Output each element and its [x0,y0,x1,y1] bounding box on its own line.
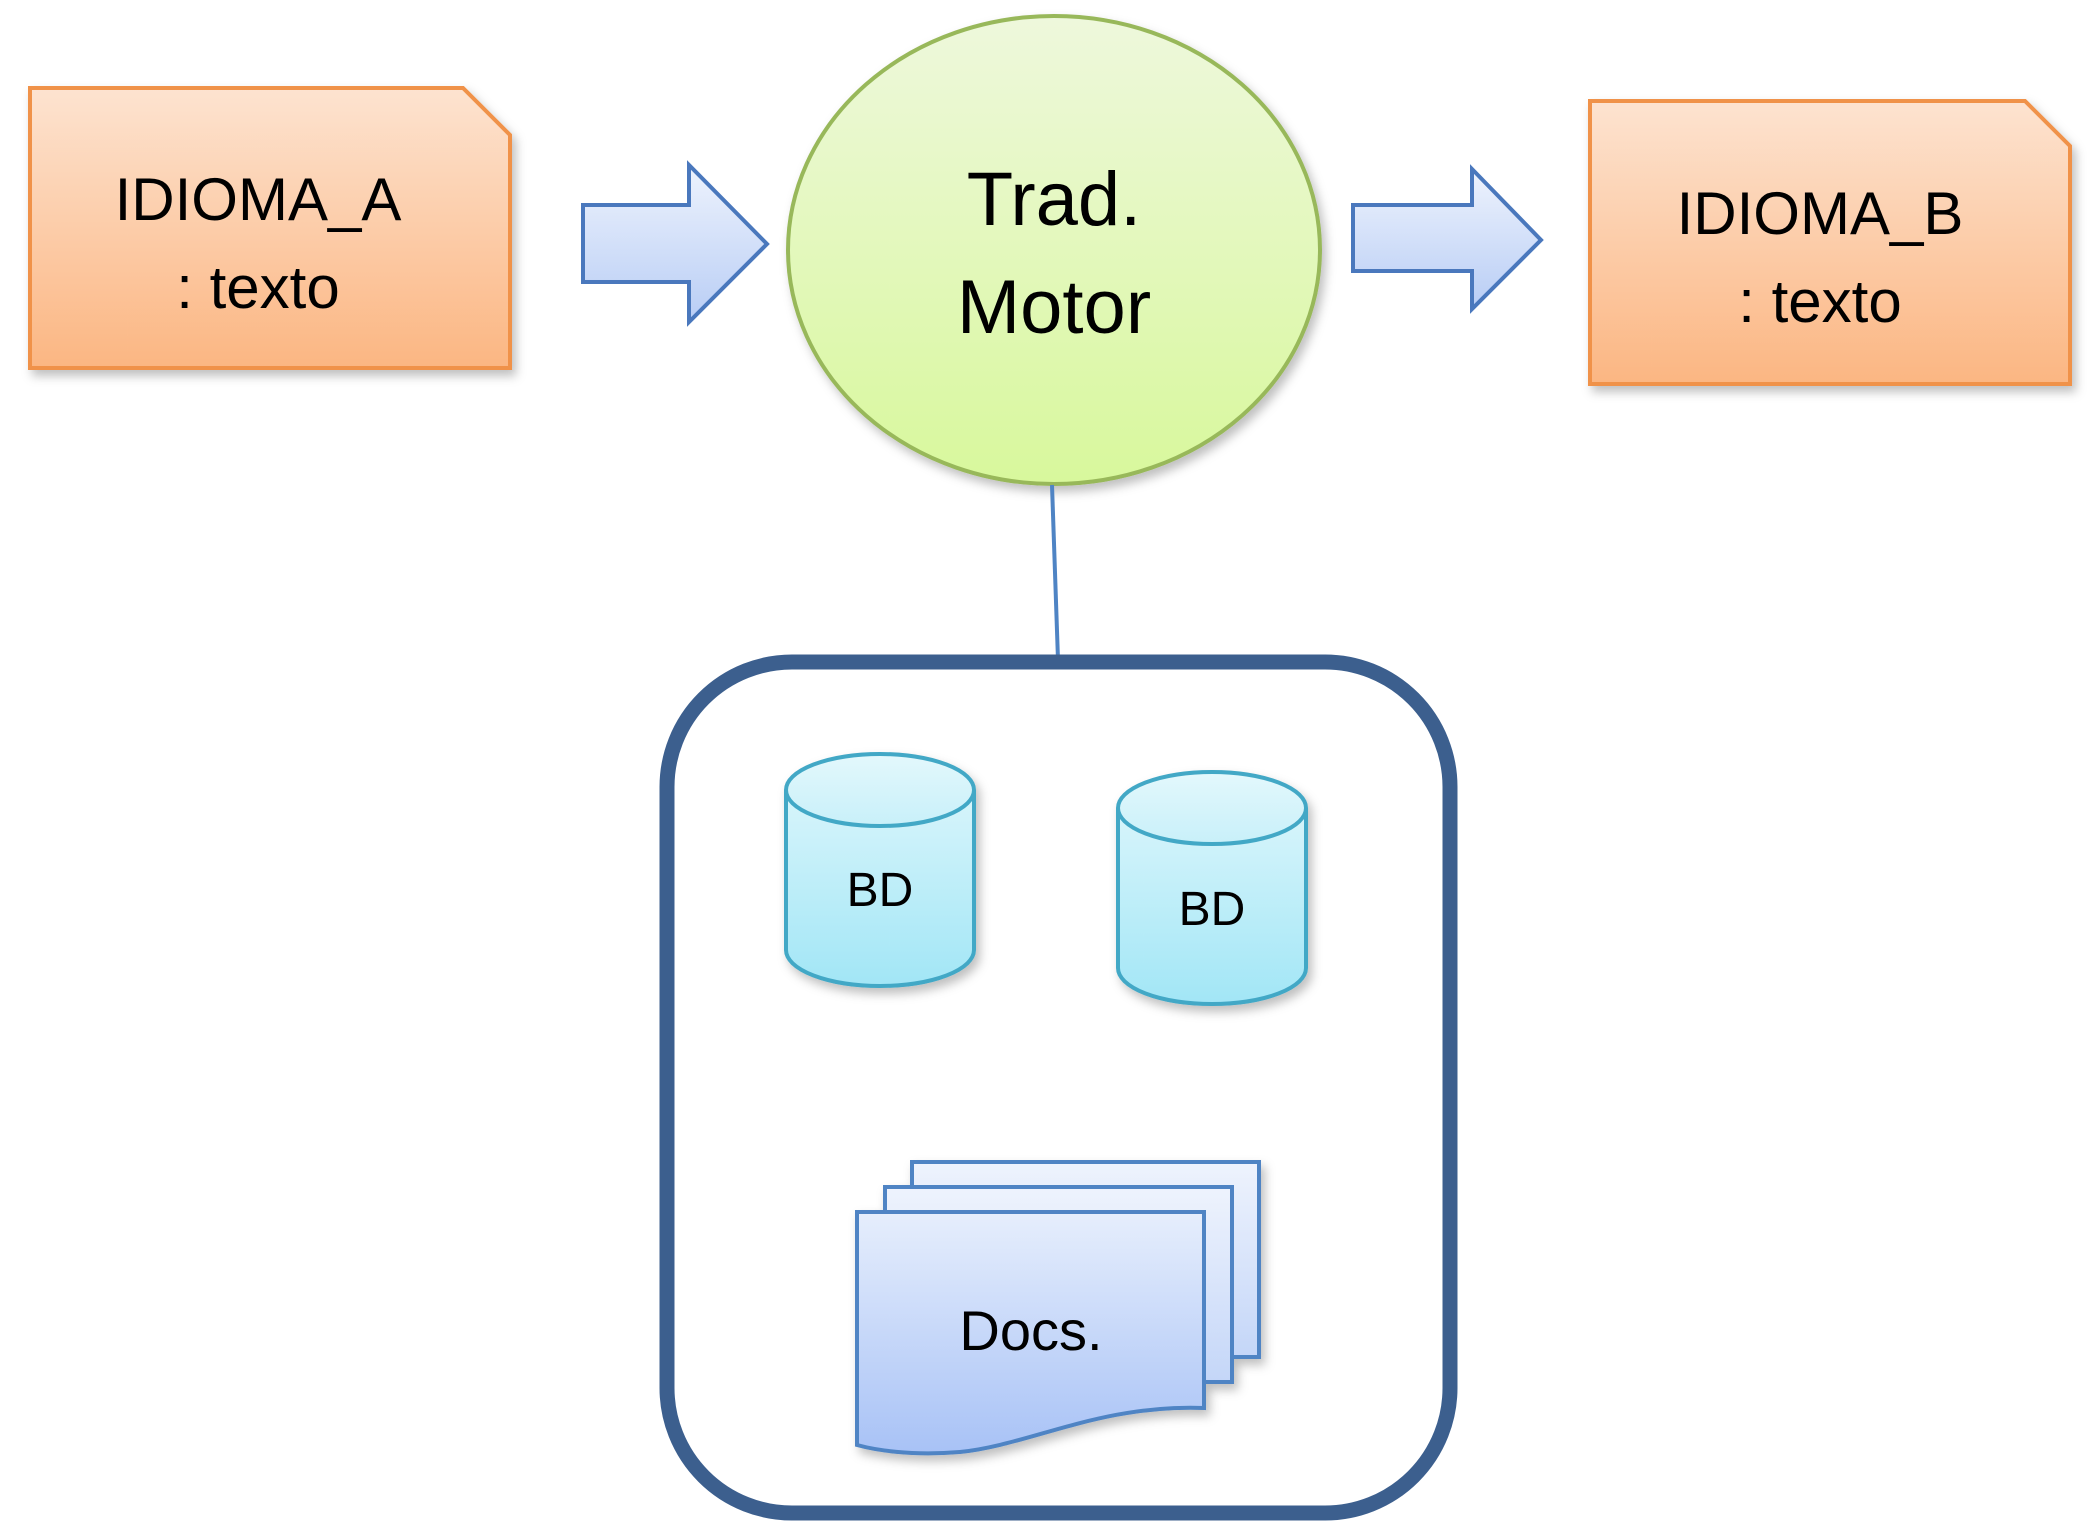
target-text-label: : texto [1738,268,1901,335]
documents-label: Docs. [959,1299,1102,1362]
translation-engine: Trad. Motor [786,14,1322,486]
input-arrow-icon [581,160,770,327]
engine-resources-connector [1050,484,1060,661]
database-label-2: BD [1179,883,1246,936]
documents-stack-icon [855,1160,1261,1456]
target-document: IDIOMA_B : texto [1588,99,2072,386]
source-document: IDIOMA_A : texto [28,86,512,370]
source-text-label: : texto [176,254,339,321]
database-icon [784,752,976,988]
target-language-label: IDIOMA_B [1677,180,1964,247]
database-icon [1116,770,1308,1006]
output-arrow-icon [1351,164,1544,314]
source-document-shape [28,86,512,370]
source-language-label: IDIOMA_A [115,166,402,233]
engine-ellipse [786,14,1322,486]
database-label-1: BD [847,864,914,917]
target-document-shape [1588,99,2072,386]
engine-label-line2: Motor [957,265,1151,350]
engine-label-line1: Trad. [967,157,1142,242]
